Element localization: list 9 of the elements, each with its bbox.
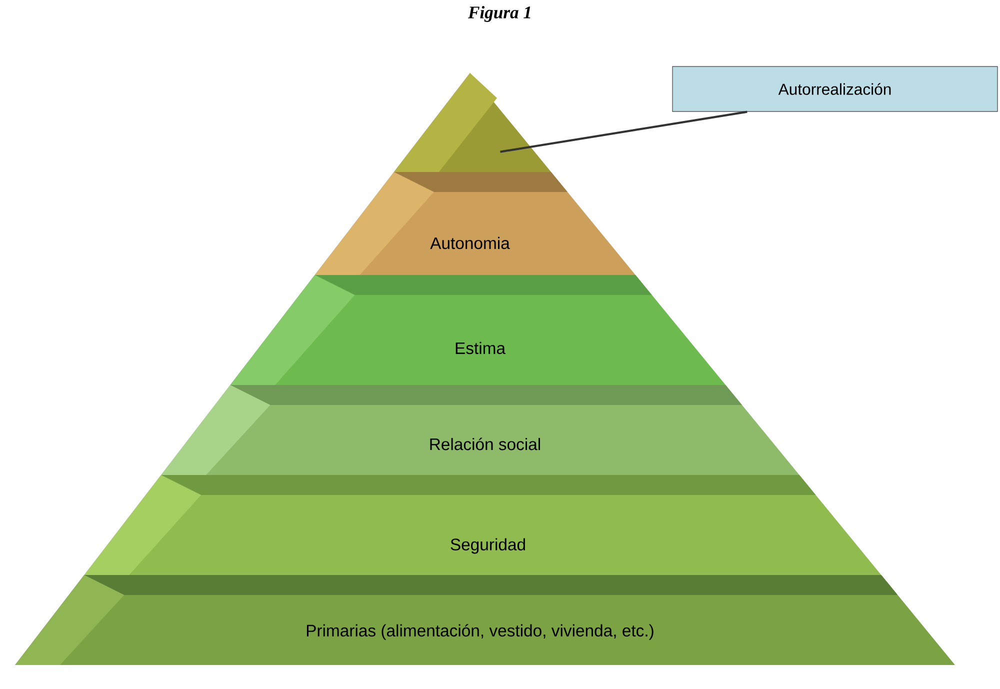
pyramid-tier: Relación social: [161, 384, 800, 475]
figure-title: Figura 1: [468, 6, 530, 22]
pyramid-tier: Autonomia: [314, 172, 636, 275]
pyramid-tier: Primarias (alimentación, vestido, vivienda, etc.): [15, 574, 955, 665]
pyramid-tier: Estima: [230, 274, 726, 385]
pyramid-tier: Seguridad: [84, 474, 882, 575]
pyramid-top: [394, 72, 552, 172]
callout-box: Autorrealización: [672, 66, 998, 112]
leader-line: [500, 110, 748, 153]
